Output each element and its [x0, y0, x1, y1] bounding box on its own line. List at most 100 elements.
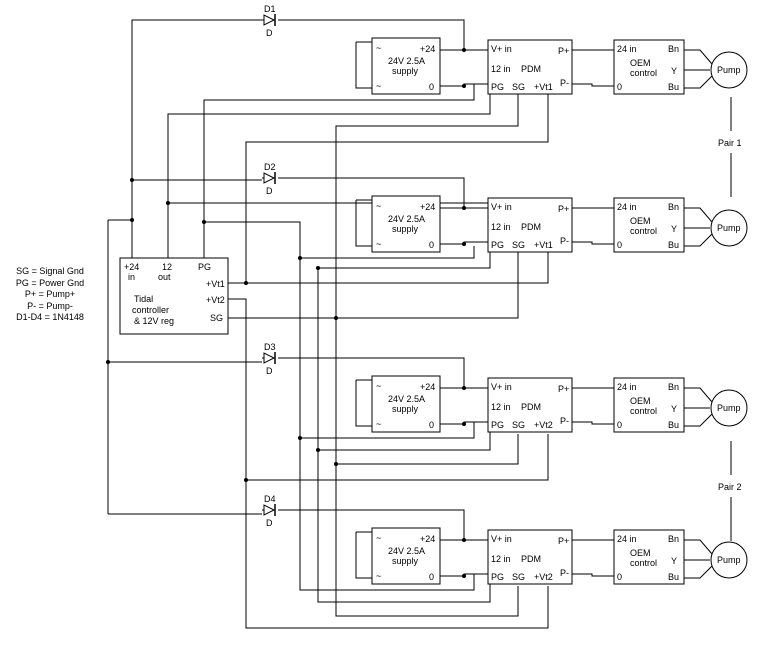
pdm-vin-label: V+ in	[491, 382, 512, 392]
pump-label: Pump	[717, 65, 741, 75]
pump-label: Pump	[717, 403, 741, 413]
pump: Pump	[710, 389, 748, 427]
junction-dot	[166, 201, 170, 205]
diode-label: D4	[264, 494, 276, 504]
wire-bu	[684, 233, 713, 247]
pump: Pump	[710, 51, 748, 89]
pdm-12in-label: 12 in	[491, 402, 511, 412]
oem-name-1: OEM	[630, 58, 651, 68]
pdm-name: PDM	[521, 222, 541, 232]
pdm-pg-label: PG	[491, 240, 504, 250]
supply-name-1: 24V 2.5A	[388, 546, 425, 556]
supply-zero-label: 0	[429, 572, 434, 582]
junction-dot	[130, 178, 134, 182]
junction-dot	[298, 436, 302, 440]
controller-pin-12out-b: out	[158, 272, 171, 282]
supply-name-2: supply	[392, 404, 419, 414]
junction-dot	[462, 386, 466, 390]
pdm-sg-label: SG	[512, 420, 525, 430]
oem-zero-label: 0	[617, 240, 622, 250]
wire-vt1-bus	[228, 246, 549, 284]
supply-plus-label: +24	[420, 44, 435, 54]
wire-bn	[684, 539, 713, 555]
wire-bn	[684, 387, 713, 403]
wire-pg-ch4	[299, 438, 475, 591]
wire-pg-ch3	[299, 258, 475, 439]
ac-input-symbol: ~	[376, 533, 381, 543]
oem-bn-label: Bn	[668, 534, 679, 544]
wire-vt2-ch3	[246, 434, 549, 481]
oem-zero-label: 0	[617, 420, 622, 430]
pdm-sg-label: SG	[512, 82, 525, 92]
diode-2: D2D	[262, 162, 276, 196]
junction-dot	[298, 256, 302, 260]
pump-label: Pump	[717, 223, 741, 233]
pump: Pump	[710, 541, 748, 579]
diode-4: D4D	[262, 494, 276, 528]
junction-dot	[462, 242, 466, 246]
wire-sg-bus	[228, 246, 519, 319]
pdm-name: PDM	[521, 402, 541, 412]
wire-vt2-bus	[228, 298, 549, 629]
controller-name-3: & 12V reg	[134, 316, 174, 326]
wire-bn	[684, 49, 713, 65]
junction-dot	[462, 84, 466, 88]
pdm-name: PDM	[521, 64, 541, 74]
pdm-12in-label: 12 in	[491, 64, 511, 74]
junction-dot	[316, 448, 320, 452]
supply-name-1: 24V 2.5A	[388, 214, 425, 224]
wire-diode-out	[278, 509, 465, 540]
diode-pin-label: D	[266, 28, 273, 38]
diode-pin-label: D	[266, 518, 273, 528]
oem-name-2: control	[630, 68, 657, 78]
controller-pin-sg: SG	[210, 313, 223, 323]
junction-dot	[106, 360, 110, 364]
oem-bn-label: Bn	[668, 44, 679, 54]
pdm-vt-label: +Vt1	[534, 82, 553, 92]
controller-pin-24in: +24	[124, 262, 139, 272]
junction-dot	[462, 48, 466, 52]
supply-plus-label: +24	[420, 534, 435, 544]
controller-name-1: Tidal	[134, 294, 153, 304]
supply-name-2: supply	[392, 224, 419, 234]
oem-bu-label: Bu	[668, 240, 679, 250]
supply-plus-label: +24	[420, 382, 435, 392]
wire-bu	[684, 565, 713, 579]
junction-dot	[462, 538, 466, 542]
oem-zero-label: 0	[617, 572, 622, 582]
wire-ac-input	[355, 532, 372, 579]
pdm-pg-label: PG	[491, 82, 504, 92]
controller-pin-vt1: +Vt1	[206, 279, 225, 289]
oem-name-2: control	[630, 558, 657, 568]
pdm-sg-label: SG	[512, 572, 525, 582]
pdm-vin-label: V+ in	[491, 44, 512, 54]
oem-zero-label: 0	[617, 82, 622, 92]
legend-line: SG = Signal Gnd	[16, 266, 84, 276]
oem-bn-label: Bn	[668, 382, 679, 392]
wire-pg-bus	[203, 84, 475, 258]
ac-input-symbol: ~	[376, 201, 381, 211]
pump-label: Pump	[717, 555, 741, 565]
wire-ac-input	[355, 42, 372, 89]
pdm-12in-label: 12 in	[491, 554, 511, 564]
oem-24in-label: 24 in	[617, 44, 637, 54]
ac-input-symbol: ~	[376, 43, 381, 53]
oem-bu-label: Bu	[668, 572, 679, 582]
oem-name-1: OEM	[630, 548, 651, 558]
pdm-pminus-label: P-	[560, 568, 569, 578]
wire-ac-input	[355, 380, 372, 427]
oem-name-2: control	[630, 226, 657, 236]
pdm-pplus-label: P+	[558, 536, 569, 546]
supply-plus-label: +24	[420, 202, 435, 212]
wire-pminus	[572, 83, 614, 87]
oem-bu-label: Bu	[668, 82, 679, 92]
supply-name-2: supply	[392, 556, 419, 566]
